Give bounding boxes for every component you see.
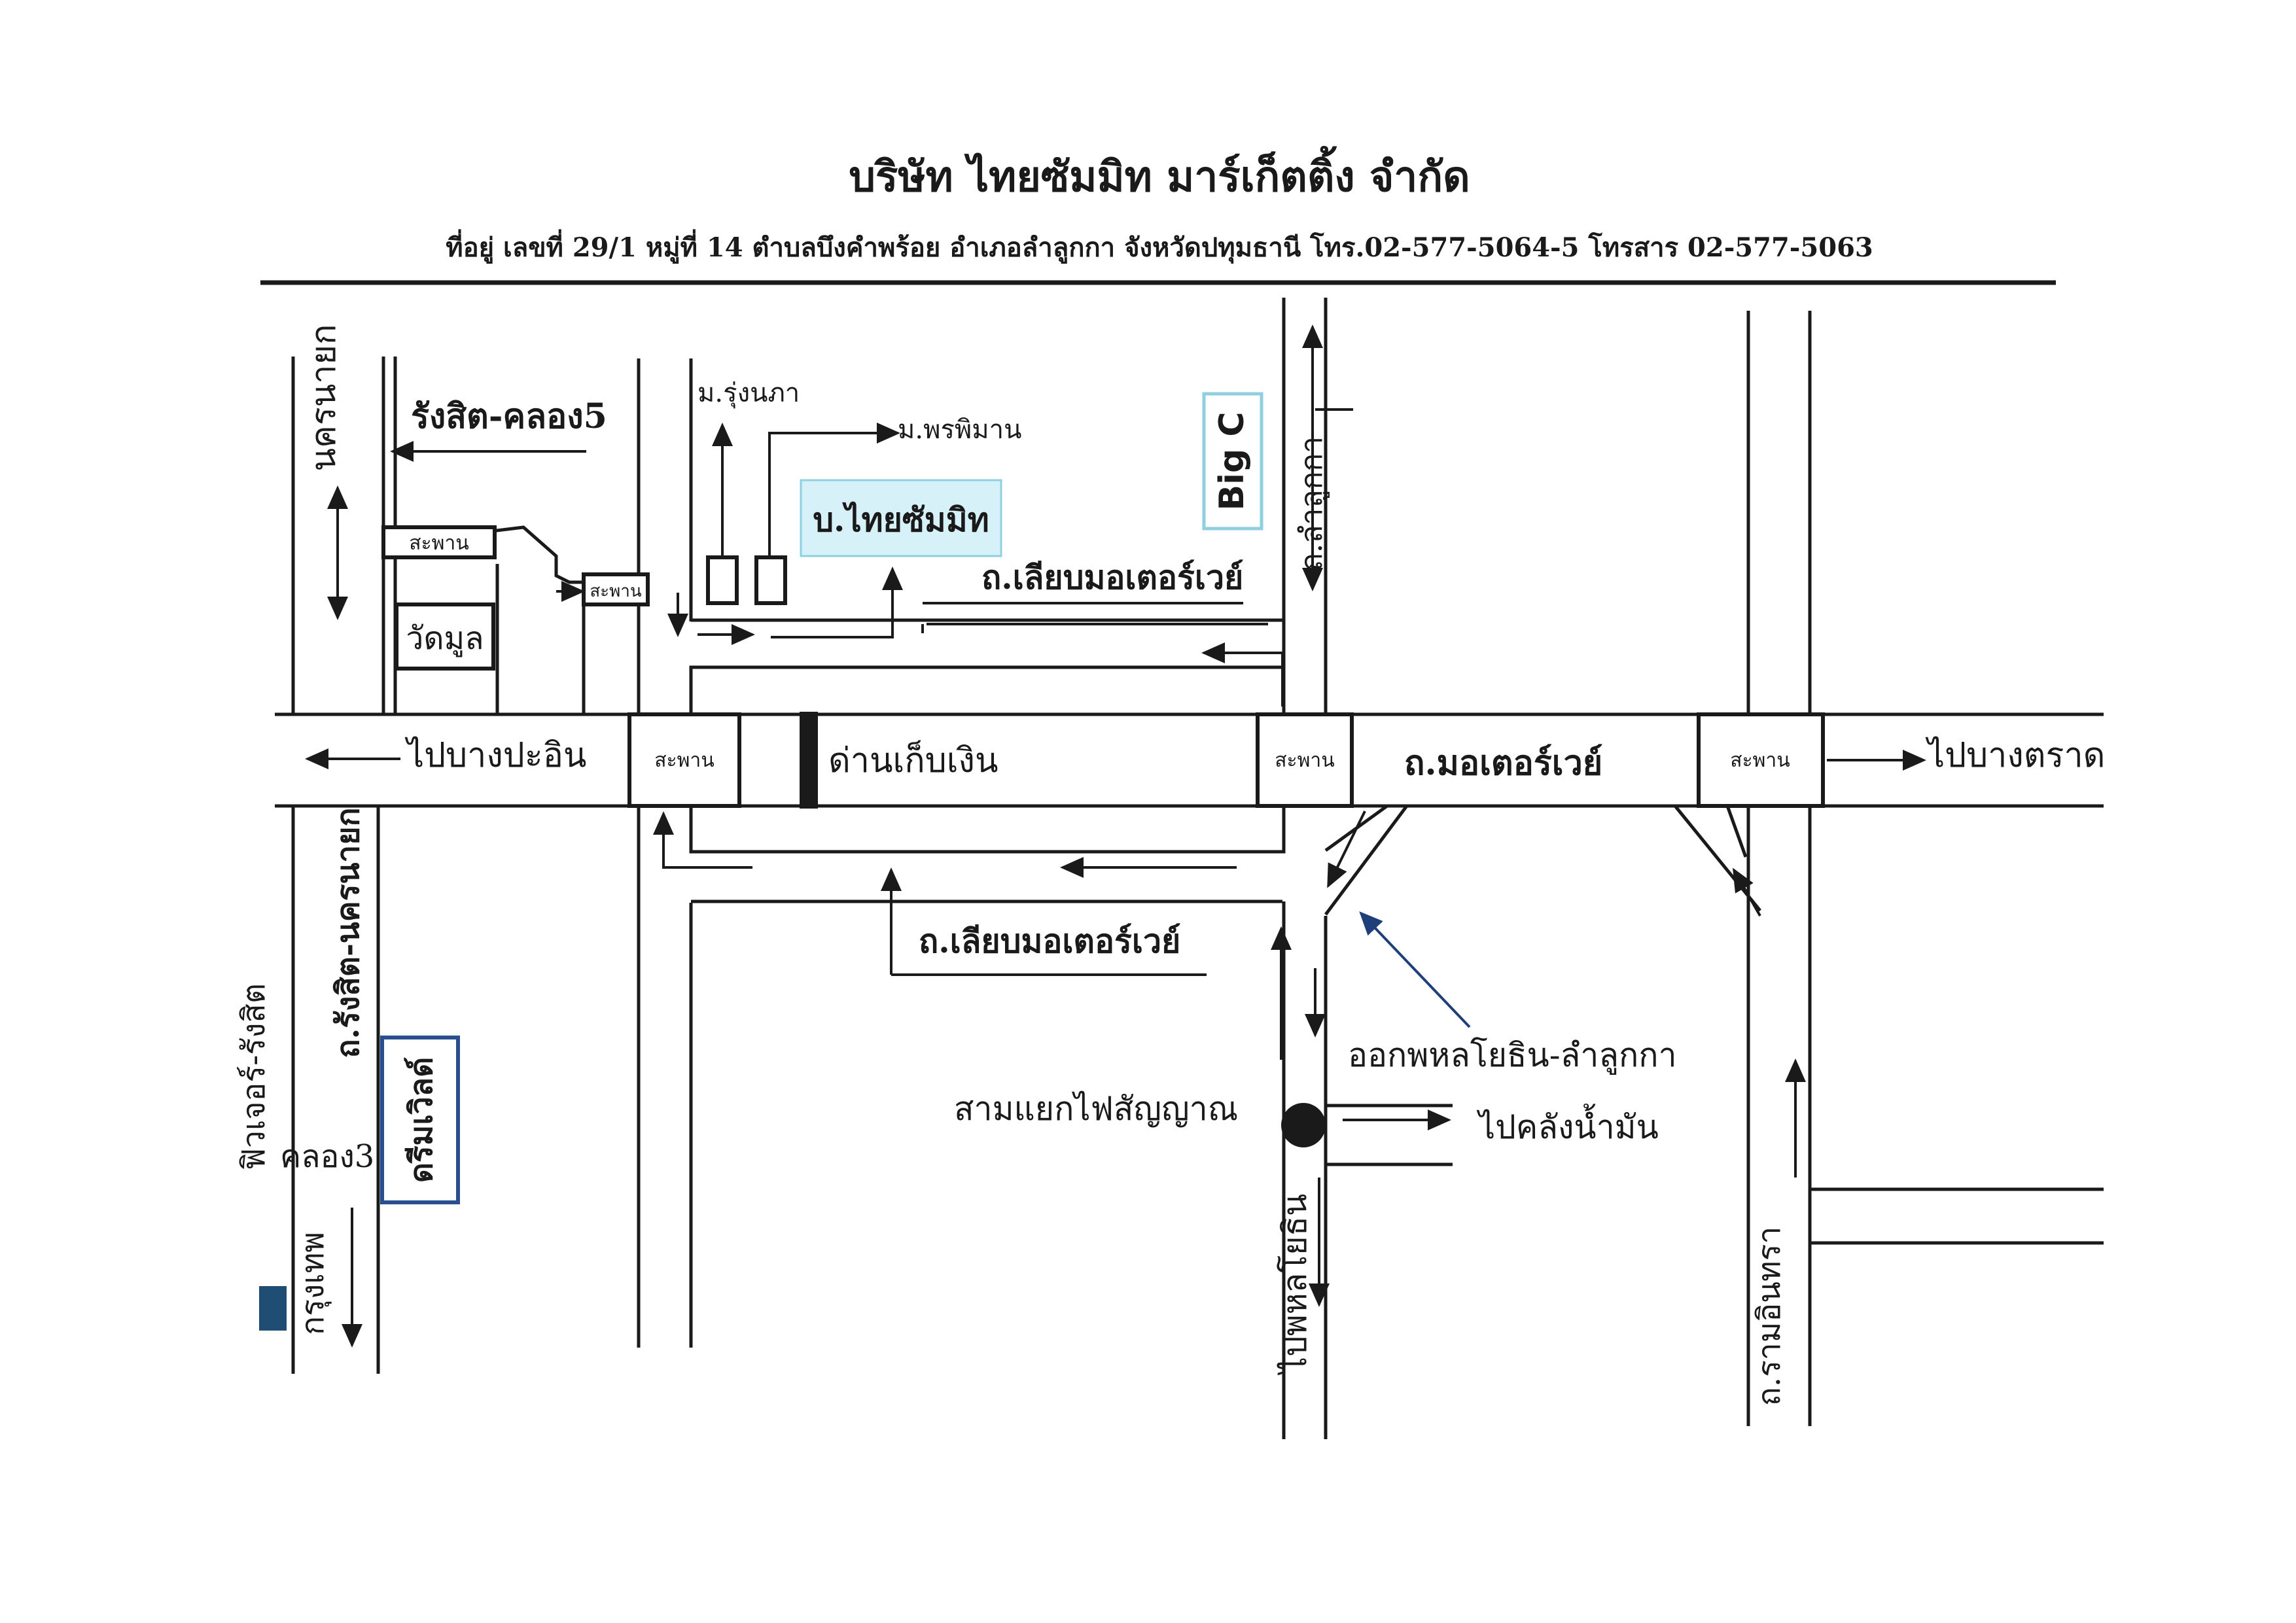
toll-booth-marker (800, 712, 818, 809)
small-bridge-2-label: สะพาน (590, 582, 642, 601)
dream-world-label: ดรีมเวิลด์ (403, 1057, 440, 1183)
company-short-label: บ.ไทยซัมมิท (813, 500, 989, 539)
traffic-light-icon (1281, 1103, 1326, 1147)
company-entry-arrow (771, 567, 903, 638)
to-bang-trat-label: ไปบางตราด (1925, 736, 2105, 775)
motorway-label: ถ.มอเตอร์เวย์ (1404, 743, 1602, 783)
company-title: บริษัท ไทยซัมมิท มาร์เก็ตติ้ง จำกัด (849, 146, 1470, 201)
company-highlight-box (800, 479, 1002, 557)
exit-label: ออกพหลโยธิน-ลำลูกกา (1348, 1036, 1677, 1075)
toll-booth-label: ด่านเก็บเงิน (828, 741, 998, 780)
small-bridge-1-label: สะพาน (409, 532, 469, 555)
uturn-arrow-bottom-left (653, 811, 752, 869)
bangkok-label: กรุงเทพ (294, 1232, 332, 1335)
to-bang-pa-in-label: ไปบางปะอิน (404, 736, 586, 775)
rangsit-nakhon-nayok-label: ถ.รังสิต-นครนายก (330, 807, 366, 1058)
bridge-2-label: สะพาน (1275, 749, 1335, 772)
company-address: ที่อยู่ เลขที่ 29/1 หมู่ที่ 14 ตำบลบึงคำ… (446, 229, 1873, 264)
frontage-road-top-label: ถ.เลียบมอเตอร์เวย์ (981, 558, 1243, 597)
lamlukka-road-label: ถ.ลำลูกกา (1294, 436, 1330, 571)
phonphiman-arrow (768, 423, 900, 556)
exit-pointer-arrow (1359, 911, 1471, 1028)
ramintra-road-label: ถ.รามอินทรา (1751, 1227, 1788, 1406)
ramp-up-arrow (1733, 867, 1761, 916)
to-phahonyothin-label: ไปพหลโยธิน (1276, 1194, 1314, 1376)
exit-ramp-d (1725, 805, 1748, 858)
uturn-arrow-top (1201, 642, 1284, 707)
big-c-label: Big C (1212, 412, 1252, 511)
frontage-road-bottom-label: ถ.เลียบมอเตอร์เวย์ (919, 922, 1180, 960)
khlong3-label: คลอง3 (280, 1138, 374, 1175)
nakhon-nayok-label: นครนายก (304, 324, 344, 472)
exit-ramp-b (1324, 804, 1675, 916)
exit-ramp-arrow (1327, 811, 1366, 888)
bridge-3-label: สะพาน (1730, 749, 1790, 772)
big-c-box (1202, 392, 1263, 531)
small-bridge-box-1 (381, 525, 497, 559)
to-oil-depot-label: ไปคลังน้ำมัน (1476, 1104, 1659, 1146)
building-square-1 (706, 555, 739, 605)
landmark-square (259, 1286, 287, 1331)
dream-world-box (380, 1036, 460, 1204)
small-bridge-box-2 (582, 572, 650, 606)
traffic-light-junction-label: สามแยกไฟสัญญาณ (954, 1090, 1238, 1128)
mu-phonphiman-label: ม.พรพิมาน (898, 415, 1021, 445)
building-square-2 (754, 555, 787, 605)
bridge-box-2 (1256, 712, 1354, 808)
rangsit-khlong5-label: รังสิต-คลอง5 (411, 396, 607, 436)
bridge-box-1 (627, 712, 741, 808)
wat-mun-box (395, 602, 495, 671)
mu-rungnapha-label: ม.รุ่งนภา (698, 378, 800, 409)
future-park-label: ฟิวเจอร์-รังสิต (236, 983, 272, 1170)
bridge-box-3 (1697, 712, 1825, 808)
bridge-1-label: สะพาน (654, 749, 715, 772)
wat-mun-label: วัดมูล (406, 620, 484, 657)
